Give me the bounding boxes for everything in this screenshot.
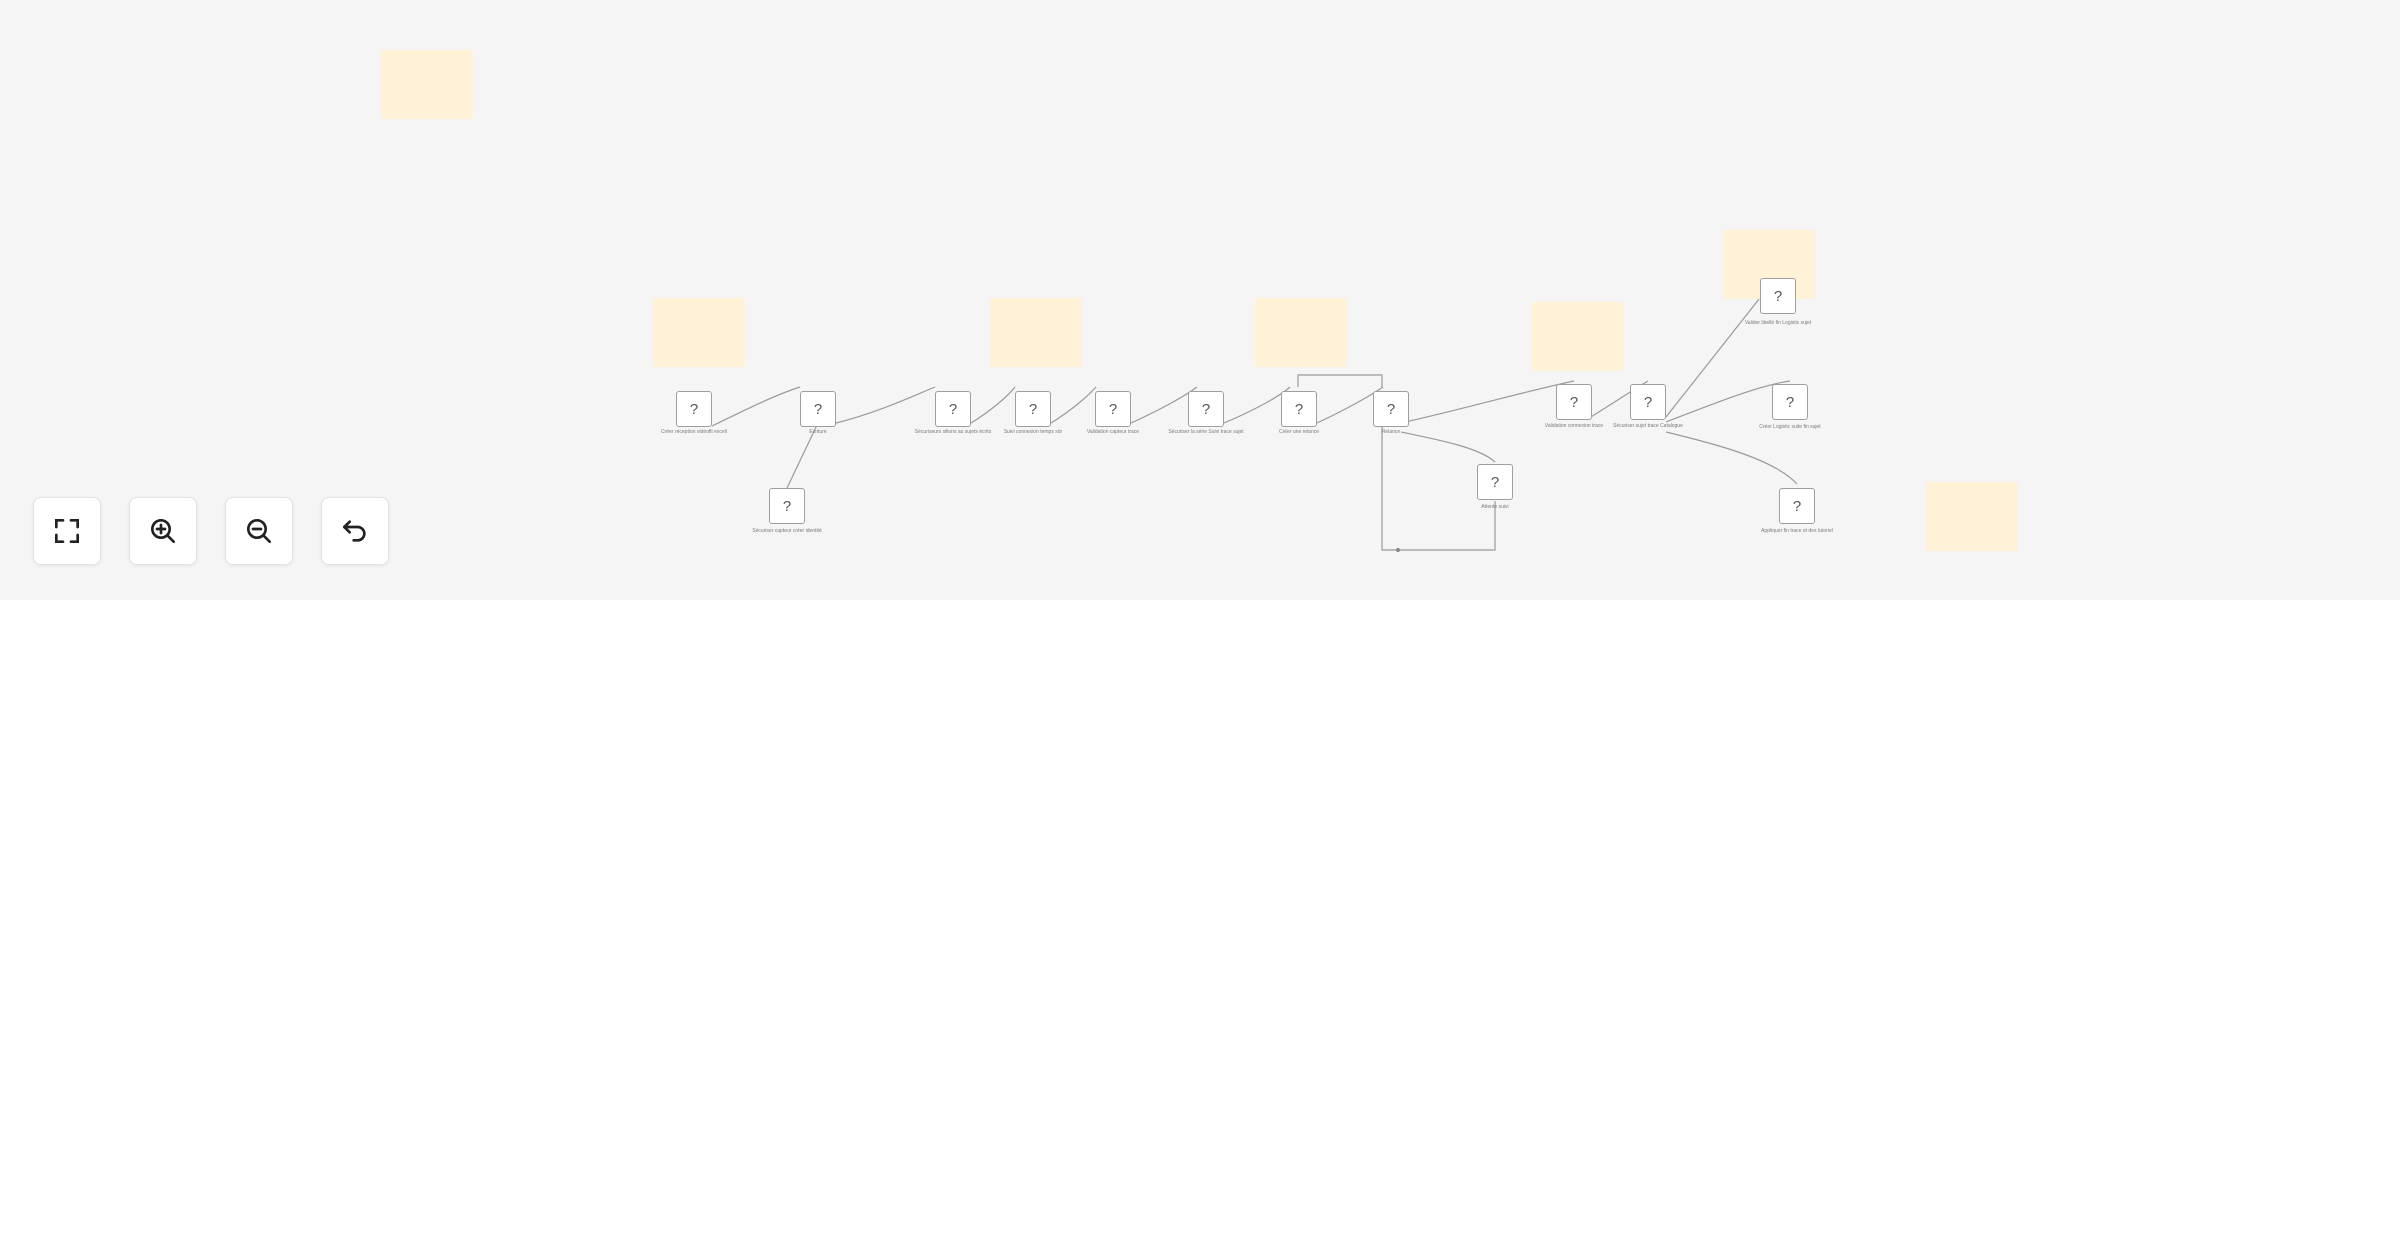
node-label: Sécuriser capteur créer identité	[752, 528, 822, 534]
sticky-note[interactable]	[653, 298, 745, 367]
flow-node[interactable]: ?	[1760, 278, 1796, 314]
flow-node[interactable]: ?	[1188, 391, 1224, 427]
node-symbol: ?	[782, 497, 792, 515]
edge	[1400, 380, 1575, 424]
fullscreen-icon	[55, 519, 79, 543]
edge	[786, 422, 819, 489]
edge	[970, 386, 1016, 424]
node-label: Validation capteur trace	[1086, 429, 1140, 435]
flow-node[interactable]: ?	[1630, 384, 1666, 420]
node-label: Créer Logistic suite fin sujet	[1759, 424, 1821, 430]
flow-node[interactable]: ?	[1556, 384, 1592, 420]
node-symbol: ?	[948, 400, 958, 418]
node-label: Attente suivi	[1481, 504, 1509, 510]
node-label: Validation connexion trace	[1544, 423, 1604, 429]
node-label: Relance	[1381, 429, 1401, 435]
node-symbol: ?	[813, 400, 823, 418]
node-symbol: ?	[1028, 400, 1038, 418]
node-symbol: ?	[1386, 400, 1396, 418]
node-symbol: ?	[1108, 400, 1118, 418]
node-symbol: ?	[1773, 287, 1783, 305]
undo-icon	[343, 520, 366, 542]
sticky-note[interactable]	[1926, 482, 2018, 551]
flow-node[interactable]: ?	[935, 391, 971, 427]
fit-view-button[interactable]	[33, 497, 101, 565]
edge	[1297, 374, 1383, 387]
node-label: Valider libellé fin Logistic sujet	[1744, 320, 1812, 326]
edge	[1130, 386, 1198, 424]
node-label: Ecriture	[809, 429, 827, 435]
zoom-in-button[interactable]	[129, 497, 197, 565]
zoom-out-button[interactable]	[225, 497, 293, 565]
flow-node[interactable]: ?	[769, 488, 805, 524]
edge-handle	[1396, 548, 1400, 552]
node-symbol: ?	[1490, 473, 1500, 491]
sticky-note[interactable]	[990, 298, 1082, 367]
zoom-out-icon	[247, 519, 271, 543]
edge	[835, 386, 936, 424]
flow-node[interactable]: ?	[800, 391, 836, 427]
edge	[1665, 431, 1798, 485]
node-label: Sécuriseurs sillons au sujets écrits	[914, 429, 992, 435]
node-symbol: ?	[689, 400, 699, 418]
sticky-note[interactable]	[1532, 302, 1624, 371]
node-symbol: ?	[1569, 393, 1579, 411]
edge	[711, 386, 801, 427]
edge	[1665, 380, 1791, 423]
node-label: Appliquer fin trace et des tutoriel	[1761, 528, 1833, 534]
edge	[1400, 431, 1496, 463]
node-symbol: ?	[1785, 393, 1795, 411]
node-label: Créer réception vidéoflt excell	[661, 429, 727, 435]
flow-node[interactable]: ?	[1015, 391, 1051, 427]
node-label: Sécuriser sujet trace Catalogue	[1613, 423, 1683, 429]
edge	[1316, 386, 1384, 424]
flow-node[interactable]: ?	[1477, 464, 1513, 500]
edge	[1050, 386, 1097, 424]
node-label: Sécuriser la série Suivi trace sujet	[1168, 429, 1244, 435]
node-symbol: ?	[1201, 400, 1211, 418]
flow-node[interactable]: ?	[1779, 488, 1815, 524]
flow-node[interactable]: ?	[1373, 391, 1409, 427]
flow-node[interactable]: ?	[676, 391, 712, 427]
flow-node[interactable]: ?	[1281, 391, 1317, 427]
node-label: Créer une relance	[1278, 429, 1320, 435]
node-symbol: ?	[1294, 400, 1304, 418]
zoom-in-icon	[151, 519, 175, 543]
edge	[1223, 386, 1291, 424]
flow-canvas[interactable]: ? Créer réception vidéoflt excell ? Ecri…	[0, 0, 2400, 600]
edge	[1381, 423, 1496, 551]
undo-button[interactable]	[321, 497, 389, 565]
node-symbol: ?	[1792, 497, 1802, 515]
sticky-note[interactable]	[1255, 298, 1347, 367]
flow-node[interactable]: ?	[1095, 391, 1131, 427]
node-label: Suivi connexion temps sûr	[1003, 429, 1063, 435]
flow-node[interactable]: ?	[1772, 384, 1808, 420]
sticky-note[interactable]	[381, 50, 473, 119]
node-symbol: ?	[1643, 393, 1653, 411]
